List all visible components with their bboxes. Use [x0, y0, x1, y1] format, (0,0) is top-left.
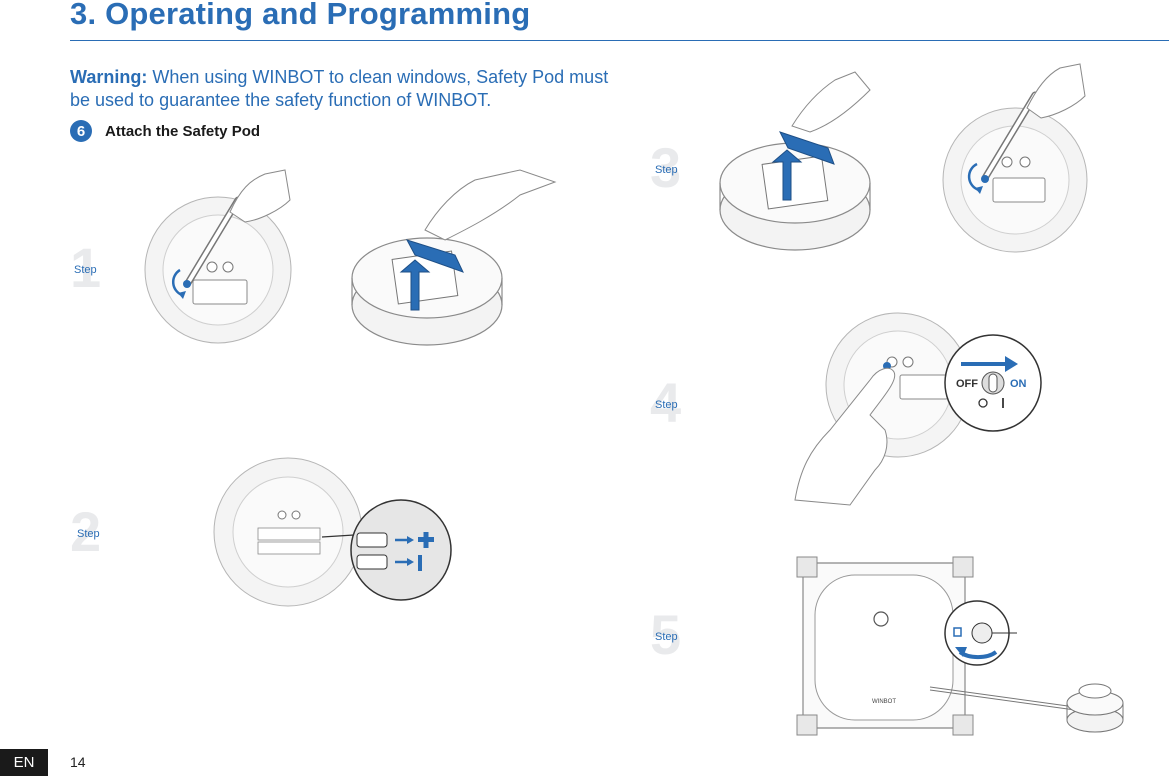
step-label: Step — [74, 264, 97, 276]
step-label: Step — [77, 528, 100, 540]
step-number: 3 — [650, 136, 682, 199]
step3-screw-illustration — [942, 63, 1088, 253]
page-number: 14 — [70, 754, 86, 770]
step1-unscrew-illustration — [144, 169, 292, 344]
step-number: 5 — [650, 603, 682, 666]
section-number-badge: 6 — [70, 120, 92, 142]
page-title: 3. Operating and Programming — [70, 0, 531, 31]
language-tab: EN — [0, 749, 48, 776]
step-marker-5: 5 Step — [650, 607, 681, 663]
step-marker-2: 2 Step — [70, 504, 101, 560]
step3-replace-cover-illustration — [719, 71, 871, 251]
step-number: 2 — [70, 500, 102, 563]
step-label: Step — [655, 631, 678, 643]
step-marker-4: 4 Step — [650, 375, 681, 431]
warning-text: When using WINBOT to clean windows, Safe… — [70, 67, 609, 110]
switch-off-label: OFF — [956, 378, 978, 390]
step-marker-1: 1 Step — [70, 240, 101, 296]
switch-on-label: ON — [1010, 378, 1027, 390]
step-number: 4 — [650, 371, 682, 434]
step1-remove-cover-illustration — [351, 169, 557, 346]
step4-switch-on-illustration: OFF ON — [794, 312, 1042, 506]
step5-tether-illustration: WINBOT — [796, 556, 1124, 736]
warning-note: Warning: When using WINBOT to clean wind… — [70, 66, 630, 112]
step-label: Step — [655, 399, 678, 411]
step-number: 1 — [70, 236, 102, 299]
step-label: Step — [655, 164, 678, 176]
section-title: Attach the Safety Pod — [105, 122, 261, 140]
step-marker-3: 3 Step — [650, 140, 681, 196]
section-heading: 6 Attach the Safety Pod — [70, 120, 260, 142]
winbot-logo-text: WINBOT — [872, 699, 896, 705]
step2-batteries-illustration — [213, 457, 452, 607]
title-divider — [70, 40, 1169, 41]
warning-label: Warning: — [70, 67, 148, 87]
